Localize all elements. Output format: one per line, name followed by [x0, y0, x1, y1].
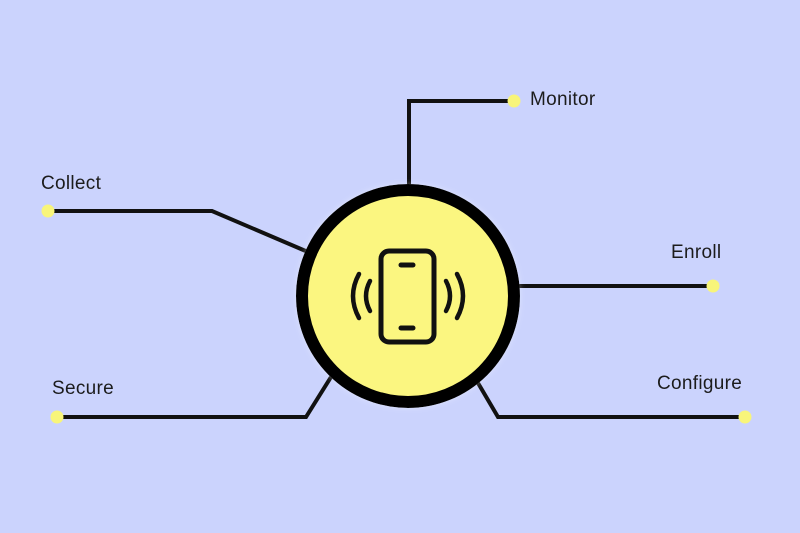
label-monitor: Monitor — [530, 89, 596, 110]
connector-collect — [48, 209, 309, 254]
connector-monitor — [407, 99, 514, 186]
endpoint-dots — [41, 94, 752, 424]
endpoint-dot-secure — [50, 410, 64, 424]
label-configure: Configure — [657, 373, 743, 394]
label-secure: Secure — [52, 378, 115, 399]
endpoint-dot-enroll — [706, 279, 720, 293]
hub-node — [296, 184, 520, 408]
endpoint-dot-collect — [41, 204, 55, 218]
endpoint-dot-monitor — [507, 94, 521, 108]
endpoint-dot-configure — [738, 410, 752, 424]
label-enroll: Enroll — [671, 242, 722, 263]
connector-secure — [57, 375, 333, 419]
label-collect: Collect — [41, 173, 102, 194]
vibrating-phone-icon — [350, 248, 466, 345]
connector-configure — [476, 381, 745, 419]
